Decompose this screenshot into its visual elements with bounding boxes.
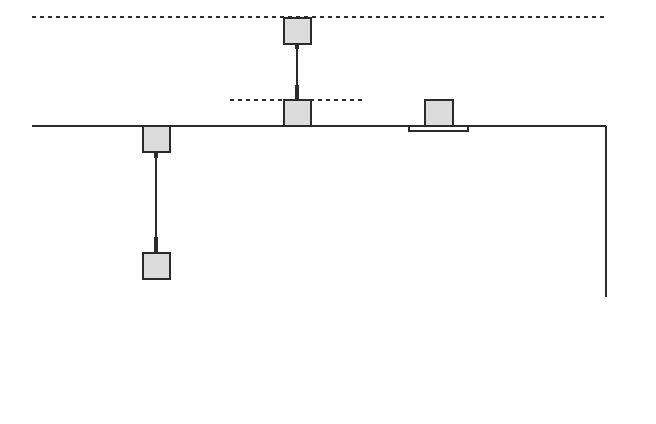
box-on-base (424, 99, 454, 127)
box-left-lower (142, 252, 171, 280)
connector-left-vertical (154, 152, 158, 253)
connector-top-vertical (295, 44, 299, 100)
base-plate (408, 125, 469, 132)
box-middle (283, 99, 312, 127)
box-left-upper (142, 125, 171, 153)
box-top (283, 17, 312, 45)
